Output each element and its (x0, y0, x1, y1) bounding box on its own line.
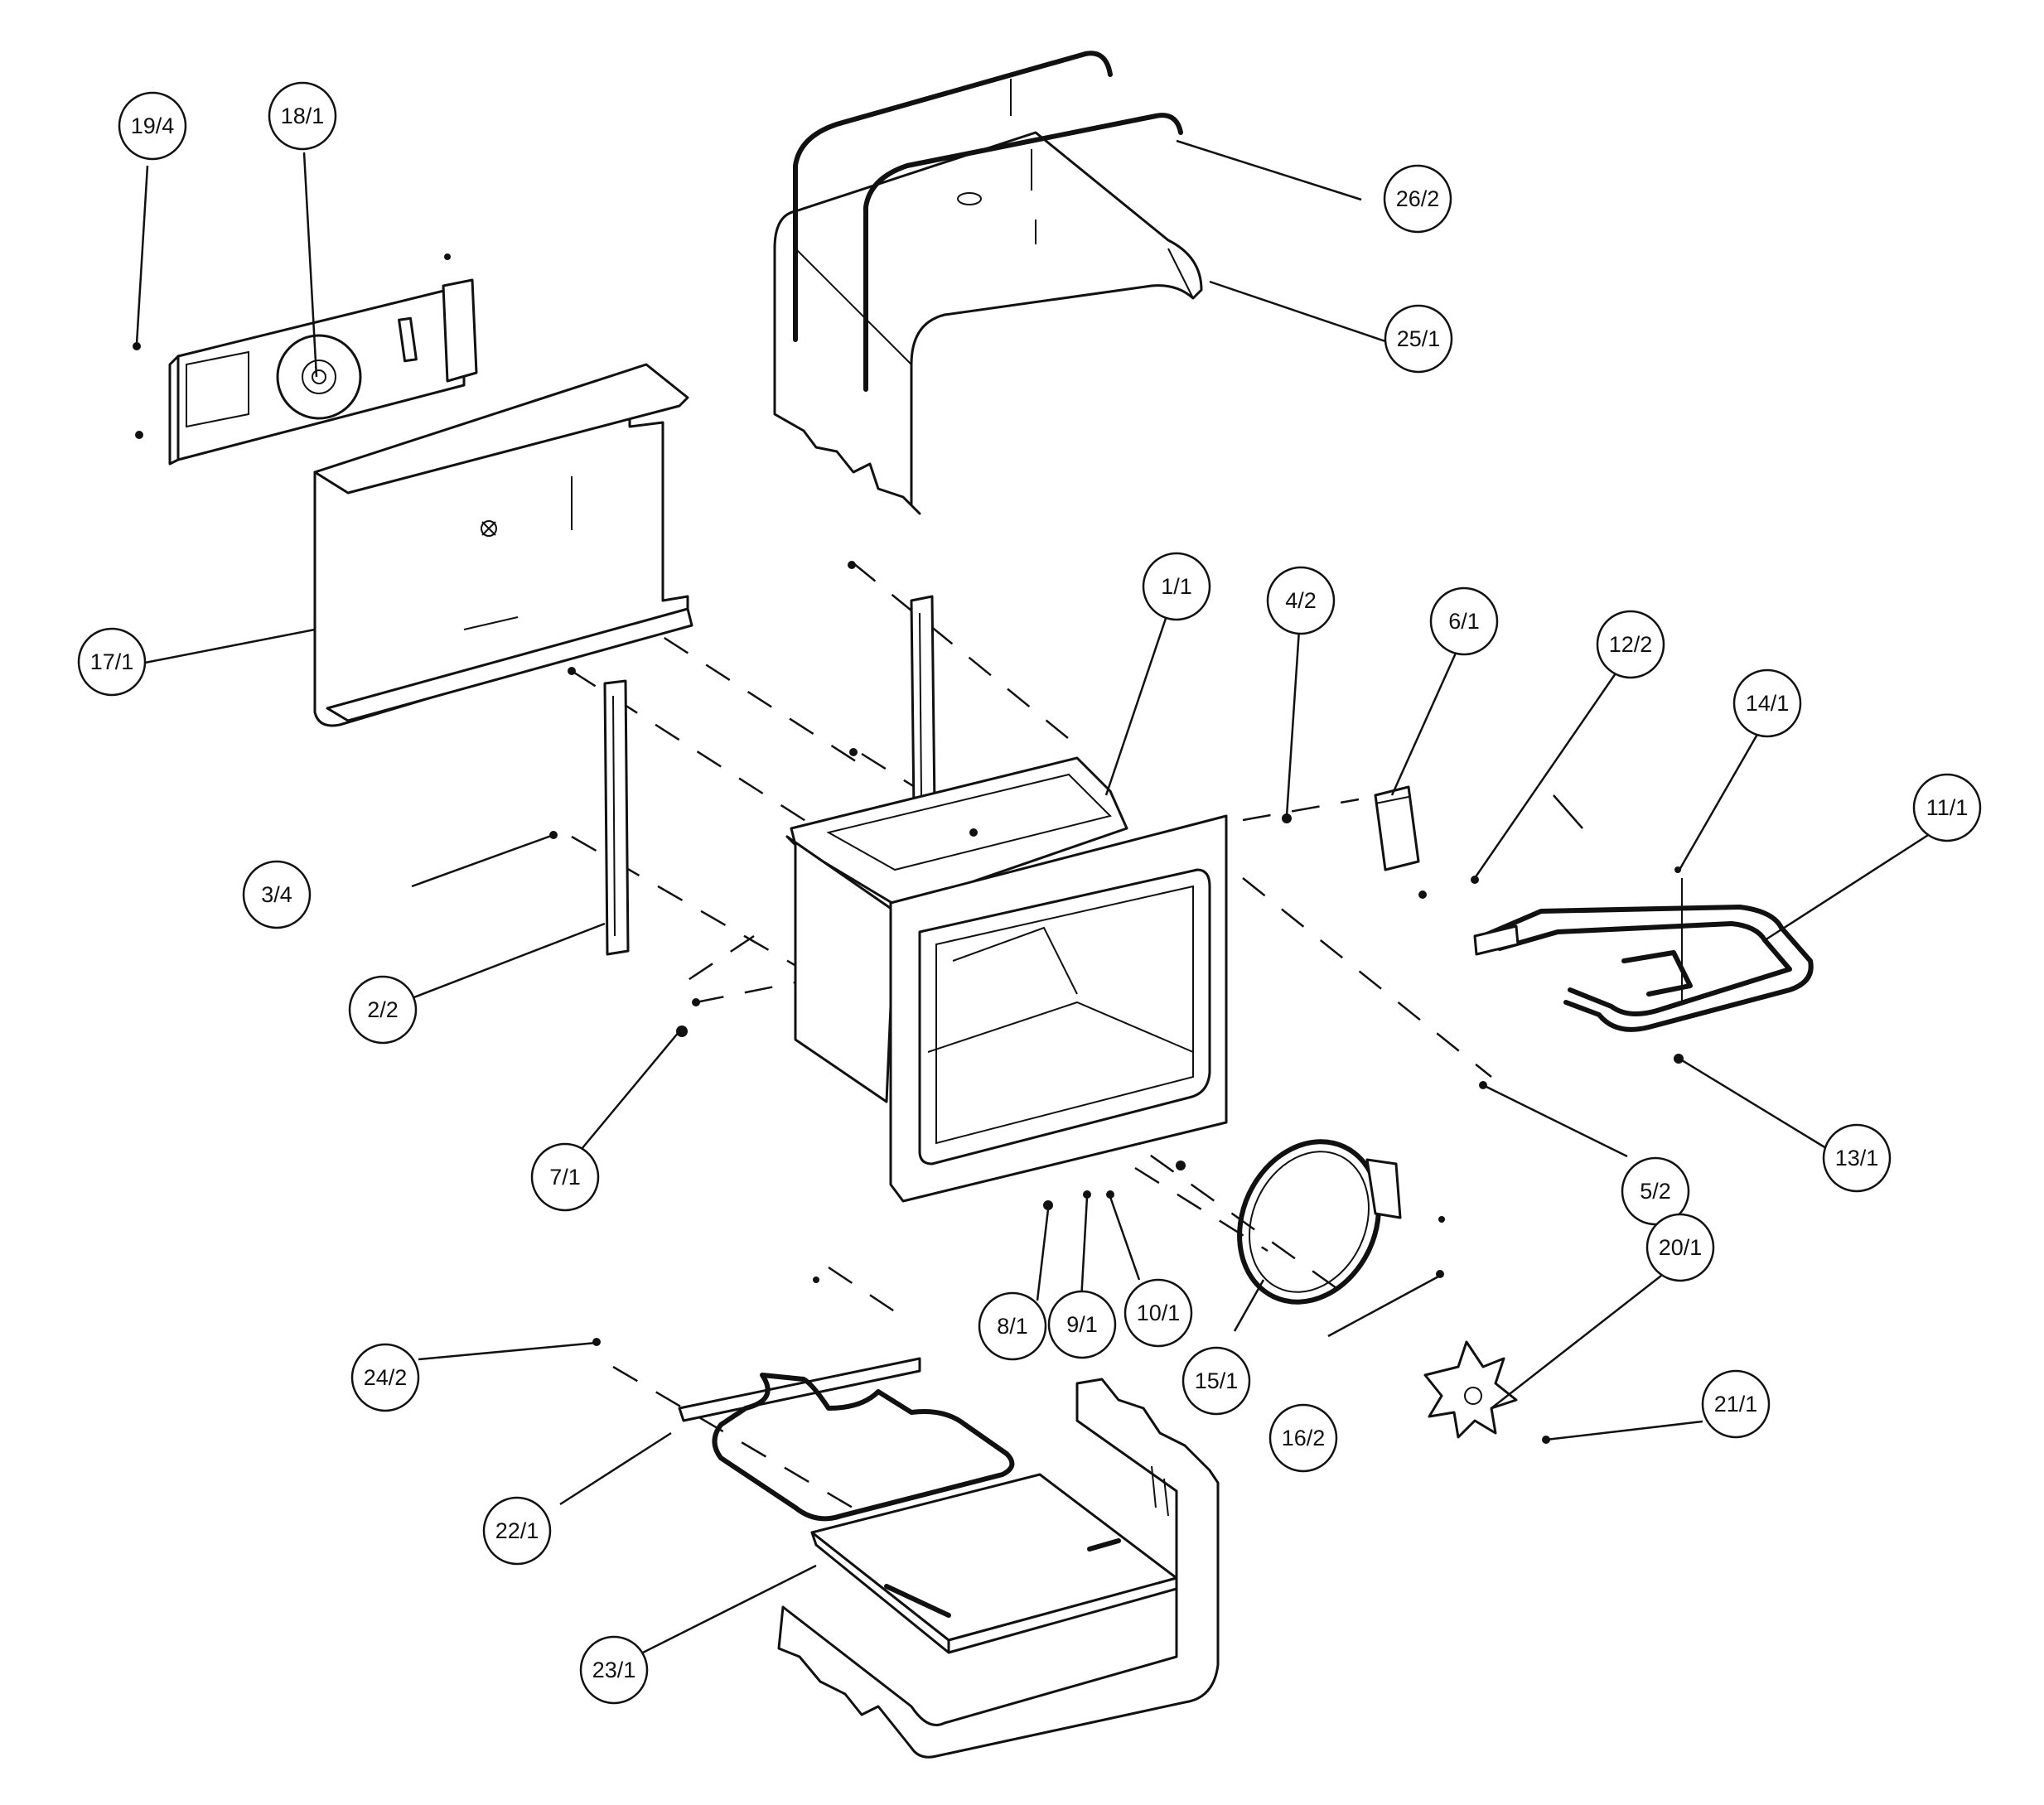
callout-19-4: 19/4 (118, 91, 187, 161)
leader-lines (135, 139, 1935, 1667)
callout-label: 19/4 (131, 113, 175, 138)
lamp-part (1374, 785, 1420, 871)
callout-13-1: 13/1 (1822, 1123, 1892, 1193)
callout-14-1: 14/1 (1732, 668, 1802, 738)
callout-20-1: 20/1 (1645, 1213, 1715, 1282)
callout-label: 10/1 (1137, 1301, 1181, 1325)
callout-label: 7/1 (549, 1165, 581, 1190)
callout-3-4: 3/4 (242, 860, 312, 929)
callout-label: 8/1 (997, 1314, 1028, 1339)
callout-label: 25/1 (1397, 326, 1441, 351)
bottom-tray-part (810, 1473, 1178, 1654)
callout-label: 6/1 (1448, 609, 1480, 634)
callout-11-1: 11/1 (1912, 773, 1982, 842)
callout-5-2: 5/2 (1621, 1156, 1690, 1226)
callout-label: 22/1 (495, 1518, 539, 1543)
callout-label: 26/2 (1396, 186, 1440, 211)
callout-7-1: 7/1 (530, 1142, 600, 1212)
top-cover-part (773, 51, 1203, 515)
callout-label: 18/1 (281, 104, 325, 128)
callout-23-1: 23/1 (579, 1635, 649, 1705)
callout-17-1: 17/1 (77, 627, 147, 697)
bottom-element-part (678, 1357, 1015, 1522)
fan-motor-bracket-part (168, 278, 478, 466)
rear-fan-element-part (1237, 1139, 1402, 1305)
callout-6-1: 6/1 (1429, 586, 1499, 656)
fan-blade-part (1423, 1340, 1518, 1439)
callout-22-1: 22/1 (482, 1496, 552, 1566)
callout-25-1: 25/1 (1384, 304, 1453, 374)
callout-label: 13/1 (1835, 1146, 1879, 1170)
callout-label: 20/1 (1659, 1235, 1703, 1260)
callout-label: 5/2 (1640, 1179, 1671, 1204)
callout-label: 24/2 (364, 1365, 408, 1390)
oven-cavity-part (785, 756, 1228, 1203)
callout-label: 9/1 (1066, 1312, 1098, 1337)
callout-4-2: 4/2 (1266, 566, 1336, 635)
callout-label: 1/1 (1161, 574, 1192, 599)
callout-label: 17/1 (90, 649, 134, 674)
callout-18-1: 18/1 (268, 81, 337, 151)
callout-21-1: 21/1 (1701, 1369, 1771, 1439)
callout-label: 2/2 (367, 997, 399, 1022)
callout-12-2: 12/2 (1596, 610, 1665, 679)
rear-panel-part (313, 363, 693, 727)
callout-9-1: 9/1 (1047, 1290, 1117, 1359)
callout-2-2: 2/2 (348, 975, 418, 1045)
callout-label: 16/2 (1282, 1426, 1326, 1450)
callout-8-1: 8/1 (978, 1291, 1047, 1361)
callout-1-1: 1/1 (1142, 552, 1211, 621)
callout-16-2: 16/2 (1268, 1403, 1338, 1473)
callout-label: 23/1 (592, 1658, 636, 1682)
lower-cover-part (777, 1378, 1220, 1759)
side-rail-right-part (910, 595, 936, 813)
callout-label: 15/1 (1195, 1368, 1239, 1393)
callout-label: 12/2 (1609, 632, 1653, 657)
callout-10-1: 10/1 (1123, 1278, 1193, 1348)
callouts: 1/1 2/2 3/4 4/2 5/2 6/1 7/1 8/1 9/1 10/1… (77, 81, 1982, 1705)
callout-label: 14/1 (1746, 691, 1790, 716)
callout-24-2: 24/2 (350, 1343, 420, 1412)
top-element-part (1473, 878, 1814, 1032)
callout-26-2: 26/2 (1383, 164, 1452, 234)
callout-label: 4/2 (1285, 588, 1317, 613)
callout-15-1: 15/1 (1181, 1346, 1251, 1416)
callout-label: 3/4 (261, 882, 292, 907)
callout-label: 11/1 (1926, 795, 1969, 820)
callout-label: 21/1 (1714, 1392, 1758, 1416)
side-rail-left-part (603, 679, 630, 956)
